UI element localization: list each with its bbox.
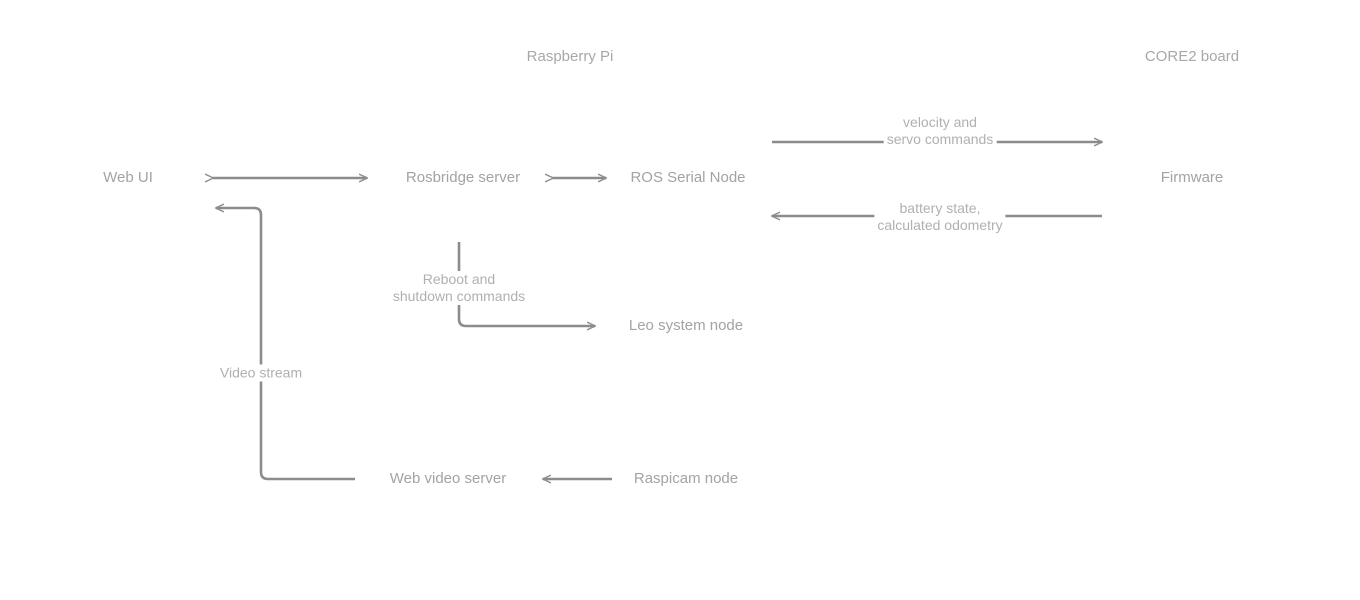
edge-label-battery-odometry: battery state, calculated odometry [874, 200, 1006, 234]
node-ros-serial-node[interactable]: ROS Serial Node [630, 169, 746, 186]
node-firmware[interactable]: Firmware [1160, 169, 1224, 186]
group-title-raspberry-pi: Raspberry Pi [526, 48, 614, 65]
node-web-ui[interactable]: Web UI [103, 169, 153, 186]
node-raspicam-node[interactable]: Raspicam node [633, 470, 739, 487]
node-leo-system-node[interactable]: Leo system node [628, 317, 744, 334]
edge-label-velocity-servo-commands: velocity and servo commands [883, 114, 997, 148]
edge-label-video-stream: Video stream [216, 364, 306, 382]
node-web-video-server[interactable]: Web video server [389, 470, 507, 487]
edge-web-video-to-web-ui [216, 208, 355, 481]
node-rosbridge-server[interactable]: Rosbridge server [405, 169, 521, 186]
edge-label-reboot-shutdown-commands: Reboot and shutdown commands [389, 271, 529, 305]
group-title-core2-board: CORE2 board [1144, 48, 1240, 65]
